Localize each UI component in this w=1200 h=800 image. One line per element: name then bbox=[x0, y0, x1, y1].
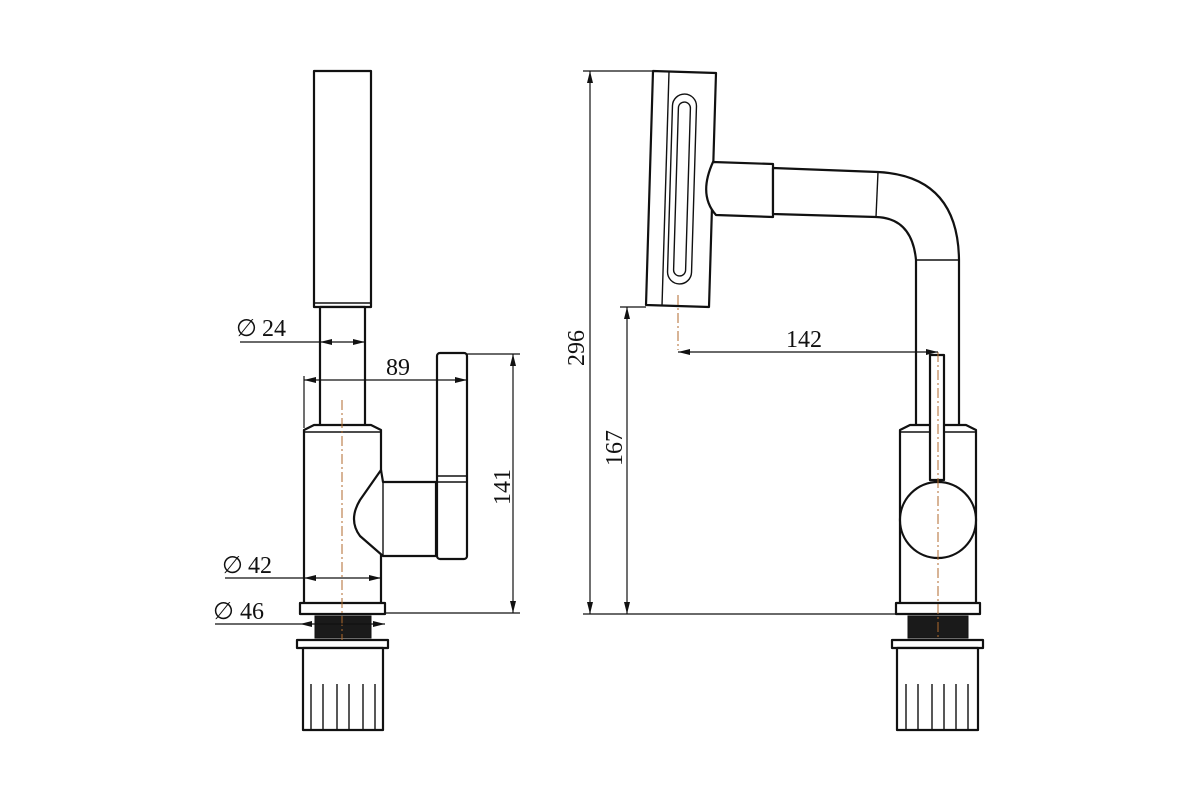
dim-body-diameter: 42 bbox=[248, 553, 272, 579]
side-dimensions: 296 167 142 bbox=[564, 70, 938, 615]
side-head-connector bbox=[705, 160, 775, 219]
front-view bbox=[295, 69, 469, 732]
dim-base-diameter-symbol: ∅ bbox=[213, 599, 234, 625]
front-thread bbox=[314, 615, 372, 639]
side-spray-slot bbox=[666, 93, 698, 285]
side-lock-nut bbox=[895, 646, 980, 732]
side-nut-flange bbox=[890, 638, 985, 650]
front-spray-head bbox=[312, 69, 373, 309]
dim-reach: 142 bbox=[786, 327, 822, 353]
side-view bbox=[644, 69, 985, 732]
dim-base-diameter: 46 bbox=[240, 599, 264, 625]
front-handle-lever bbox=[435, 351, 469, 561]
side-handle-lever bbox=[928, 353, 946, 482]
dim-spout-diameter-symbol: ∅ bbox=[236, 316, 257, 342]
dim-body-height: 141 bbox=[490, 469, 516, 505]
front-lock-nut bbox=[301, 646, 385, 732]
dim-spout-diameter: 24 bbox=[262, 316, 286, 342]
dim-body-diameter-symbol: ∅ bbox=[222, 553, 243, 579]
dim-total-height: 296 bbox=[564, 330, 590, 366]
front-dimensions: ∅ 24 89 141 ∅ 42 ∅ 46 bbox=[213, 316, 520, 627]
front-nut-flange bbox=[295, 638, 390, 650]
dim-outlet-height: 167 bbox=[602, 430, 628, 466]
dim-width: 89 bbox=[386, 355, 410, 381]
